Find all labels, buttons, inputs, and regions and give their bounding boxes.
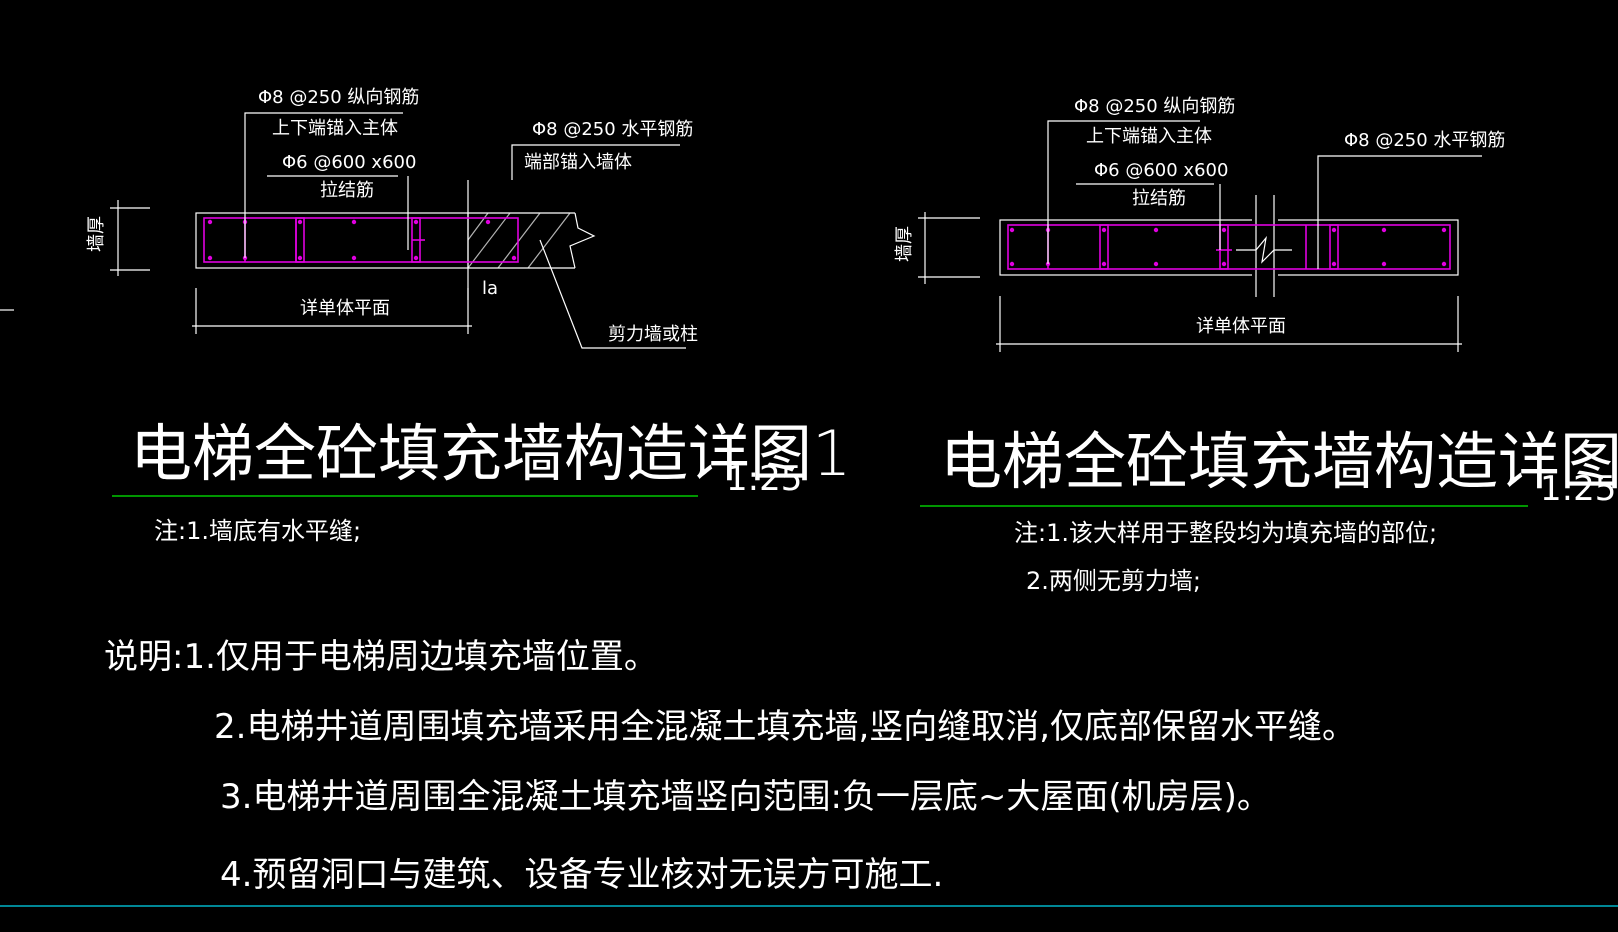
rebar-dots-1 [207, 219, 517, 261]
description-item-3: 3.电梯井道周围全混凝土填充墙竖向范围:负一层底~大屋面(机房层)。 [220, 777, 1271, 817]
note-detail-1: 注:1.墙底有水平缝; [154, 517, 361, 545]
title-detail-4: 电梯全砼填充墙构造详图四 [940, 425, 1618, 498]
label-horiz-rebar-4: Φ8 @250 水平钢筋 [1344, 130, 1505, 151]
label-tie-name-4: 拉结筋 [1132, 188, 1186, 209]
shear-wall-zone-1 [467, 180, 596, 269]
plan-dim-1 [192, 268, 472, 334]
note-2-detail-4: 2.两侧无剪力墙; [1026, 567, 1201, 595]
thickness-dim-1 [110, 200, 150, 276]
rebar-dots-4 [1009, 227, 1447, 267]
label-plan-1: 详单体平面 [300, 298, 390, 319]
title-detail-1: 电梯全砼填充墙构造详图1 [130, 417, 851, 490]
detail-4: Φ8 @250 纵向钢筋 上下端锚入主体 Φ6 @600 x600 拉结筋 Φ8… [894, 96, 1618, 595]
label-tie-rebar-1: Φ6 @600 x600 [282, 152, 416, 173]
thickness-dim-4 [918, 212, 980, 284]
rebar-1 [203, 217, 519, 263]
detail-1: Φ8 @250 纵向钢筋 上下端锚入主体 Φ6 @600 x600 拉结筋 Φ8… [86, 87, 851, 545]
description-item-4: 4.预留洞口与建筑、设备专业核对无误方可施工. [220, 855, 943, 895]
plan-dim-4 [996, 296, 1462, 352]
description-item-1: 说明:1.仅用于电梯周边填充墙位置。 [104, 637, 658, 677]
label-tie-name-1: 拉结筋 [320, 180, 374, 201]
scale-detail-1: 1:25 [726, 459, 802, 499]
label-vert-anchor-4: 上下端锚入主体 [1086, 126, 1212, 147]
leaders-1 [244, 112, 686, 349]
label-thickness-4: 墙厚 [894, 226, 915, 262]
wall-outline-4 [999, 219, 1459, 276]
label-vert-rebar-1: Φ8 @250 纵向钢筋 [258, 87, 419, 108]
label-thickness-1: 墙厚 [86, 216, 107, 252]
break-symbol-4 [1236, 195, 1292, 297]
label-vert-anchor-1: 上下端锚入主体 [272, 118, 398, 139]
label-la: la [482, 278, 498, 299]
label-tie-rebar-4: Φ6 @600 x600 [1094, 160, 1228, 181]
label-horiz-rebar-1: Φ8 @250 水平钢筋 [532, 119, 693, 140]
wall-outline-1 [195, 212, 469, 269]
scale-detail-4: 1:25 [1540, 469, 1616, 509]
label-shear-wall: 剪力墙或柱 [608, 324, 698, 345]
label-vert-rebar-4: Φ8 @250 纵向钢筋 [1074, 96, 1235, 117]
description-item-2: 2.电梯井道周围填充墙采用全混凝土填充墙,竖向缝取消,仅底部保留水平缝。 [214, 707, 1356, 747]
label-horiz-anchor-1: 端部锚入墙体 [524, 152, 632, 173]
label-plan-4: 详单体平面 [1196, 316, 1286, 337]
note-1-detail-4: 注:1.该大样用于整段均为填充墙的部位; [1014, 519, 1437, 547]
leaders-4 [1047, 120, 1482, 269]
description-block: 说明:1.仅用于电梯周边填充墙位置。 2.电梯井道周围填充墙采用全混凝土填充墙,… [104, 637, 1356, 895]
